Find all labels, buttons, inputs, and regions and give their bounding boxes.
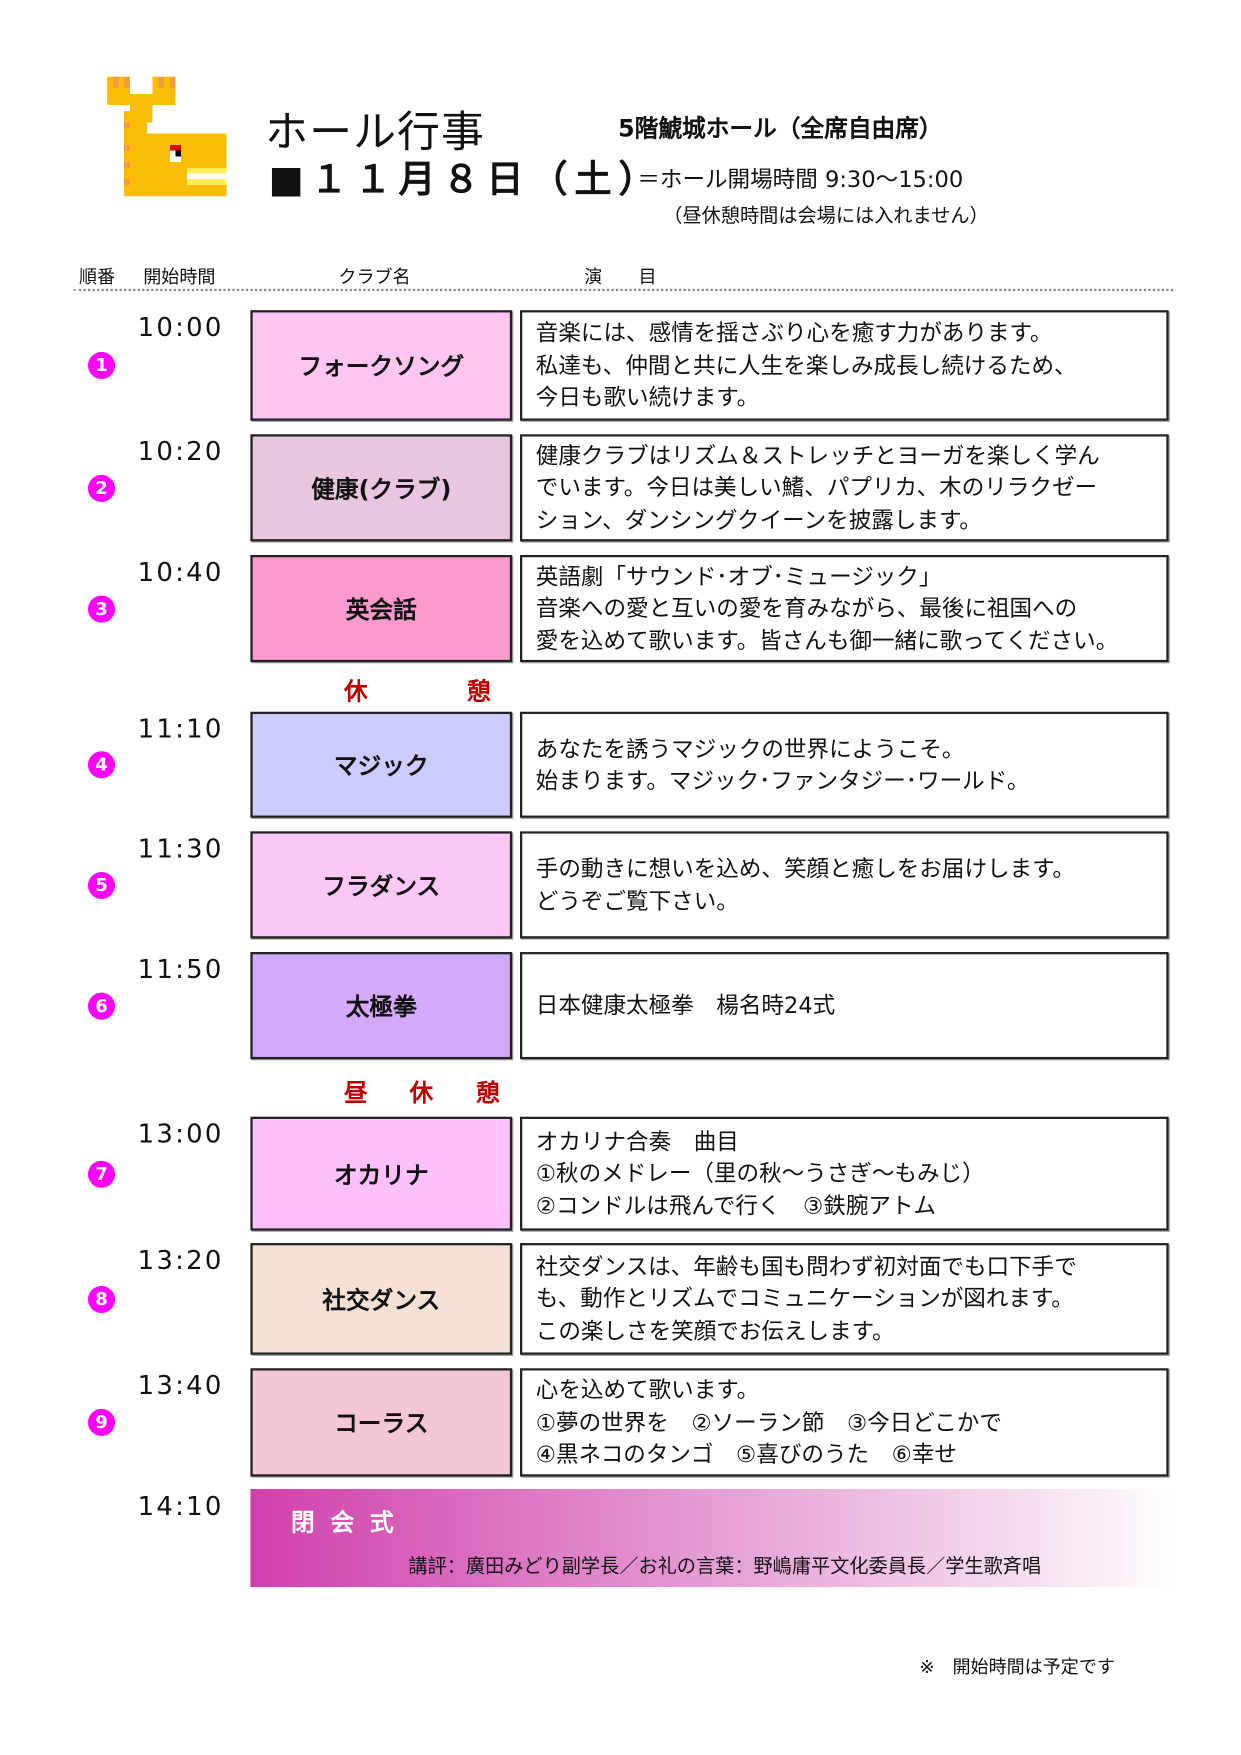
description-line: ①夢の世界を ②ソーラン節 ③今日どこかで [535,1408,1002,1436]
club-name: フラダンス [250,831,513,939]
start-time: 13:20 [137,1246,224,1276]
order-number-badge: 3 [87,595,116,623]
program-description: 日本健康太極拳 楊名時24式 [520,952,1169,1060]
description-line: 始まります。マジック･ファンタジー･ワールド。 [535,767,1030,795]
program-description: オカリナ合奏 曲目 ①秋のメドレー（里の秋〜うさぎ〜もみじ） ②コンドルは飛んで行く… [520,1116,1169,1231]
order-number-badge: 7 [87,1160,116,1188]
program-description: 英語劇「サウンド･オブ･ミュージック」音楽への愛と互いの愛を育みながら、最後に祖… [520,554,1169,663]
closing-detail: 講評：廣田みどり副学長／お礼の言葉：野嶋庸平文化委員長／学生歌斉唱 [408,1555,1042,1579]
description-line: ①秋のメドレー（里の秋〜うさぎ〜もみじ） [535,1159,985,1187]
page-title: ホール行事 [265,107,486,157]
order-number-badge: 9 [87,1408,116,1436]
description-line: 英語劇「サウンド･オブ･ミュージック」 [535,562,942,590]
description-line: ション、ダンシングクイーンを披露します。 [535,506,982,534]
club-name: 太極拳 [250,952,513,1060]
description-line: 日本健康太極拳 楊名時24式 [535,991,836,1019]
description-line: 今日も歌い続けます。 [535,383,760,411]
order-number-badge: 5 [87,871,116,899]
club-name: フォークソング [250,310,513,421]
program-description: あなたを誘うマジックの世界にようこそ。始まります。マジック･ファンタジー･ワール… [520,711,1169,818]
description-line: 私達も、仲間と共に人生を楽しみ成長し続けるため、 [535,351,1077,379]
club-name: コーラス [250,1368,513,1477]
program-description: 音楽には、感情を揺さぶり心を癒す力があります。私達も、仲間と共に人生を楽しみ成長… [520,310,1169,421]
program-description: 健康クラブはリズム＆ストレッチとヨーガを楽しく学んでいます。今日は美しい鰭、パプ… [520,434,1169,542]
start-time: 11:50 [137,955,224,985]
start-time: 13:00 [137,1120,224,1150]
order-number-badge: 2 [87,474,116,502]
description-line: 社交ダンスは、年齢も国も問わず初対面でも口下手で [535,1252,1077,1280]
description-line: ④黒ネコのタンゴ ⑤喜びのうた ⑥幸せ [535,1440,957,1468]
description-line: あなたを誘うマジックの世界にようこそ。 [535,734,965,762]
description-line: 音楽への愛と互いの愛を育みながら、最後に祖国への [535,594,1078,622]
description-line: オカリナ合奏 曲目 [535,1127,739,1155]
order-number-badge: 8 [87,1285,116,1313]
club-name: オカリナ [250,1116,513,1231]
description-line: 音楽には、感情を揺さぶり心を癒す力があります。 [535,319,1053,347]
lunch-note: （昼休憩時間は会場には入れません） [663,205,989,228]
start-time: 10:00 [137,313,224,343]
order-number-badge: 6 [87,992,116,1020]
break-char: 憩 [466,677,491,705]
program-description: 手の動きに想いを込め、笑顔と癒しをお届けします。どうぞご覧下さい。 [520,831,1169,939]
venue: 5階鯱城ホール（全席自由席） [618,115,943,143]
club-name: 英会話 [250,554,513,663]
column-program: 演 目 [584,266,657,288]
description-line: 手の動きに想いを込め、笑顔と癒しをお届けします。 [535,855,1075,883]
closing-ceremony-banner: 閉会式 講評：廣田みどり副学長／お礼の言葉：野嶋庸平文化委員長／学生歌斉唱 [250,1488,1174,1588]
program-description: 社交ダンスは、年齢も国も問わず初対面でも口下手でも、動作とリズムでコミュニケーシ… [520,1243,1169,1355]
description-line: 健康クラブはリズム＆ストレッチとヨーガを楽しく学ん [535,441,1100,469]
club-name: 健康(クラブ) [250,434,513,542]
program-description: 心を込めて歌います。 ①夢の世界を ②ソーラン節 ③今日どこかで ④黒ネコのタンゴ … [520,1368,1169,1477]
description-line: この楽しさを笑顔でお伝えします。 [535,1317,895,1345]
break-char: 休 [344,677,368,705]
description-line: ②コンドルは飛んで行く ③鉄腕アトム [535,1192,937,1220]
description-line: も、動作とリズムでコミュニケーションが図れます。 [535,1285,1074,1313]
closing-title: 閉会式 [291,1509,410,1537]
start-time: 11:10 [137,715,224,745]
start-time: 13:40 [137,1371,224,1401]
event-date: ■１１月８日（土） [268,156,663,201]
column-order: 順番 [78,266,116,288]
opening-hours: ＝ホール開場時間 9:30〜15:00 [637,165,964,193]
club-name: マジック [250,711,513,818]
lunch-break-char: 昼 [344,1079,368,1107]
club-name: 社交ダンス [250,1243,513,1355]
description-line: 愛を込めて歌います。皆さんも御一緒に歌ってください。 [535,626,1119,654]
start-time: 10:20 [137,437,224,467]
description-line: でいます。今日は美しい鰭、パプリカ、木のリラクゼー [535,474,1098,502]
lunch-break-char: 休 [409,1079,434,1107]
order-number-badge: 4 [87,751,116,779]
description-line: どうぞご覧下さい。 [535,887,739,915]
closing-time: 14:10 [137,1492,224,1522]
order-number-badge: 1 [87,351,116,380]
description-line: 心を込めて歌います。 [535,1376,760,1404]
start-time: 10:40 [137,558,224,588]
mascot-logo [107,76,227,197]
header-divider [73,288,1174,292]
start-time: 11:30 [137,834,224,865]
column-start: 開始時間 [143,266,216,288]
footnote: ※ 開始時間は予定です [919,1655,1115,1678]
lunch-break-char: 憩 [476,1079,500,1107]
column-club: クラブ名 [338,266,411,288]
